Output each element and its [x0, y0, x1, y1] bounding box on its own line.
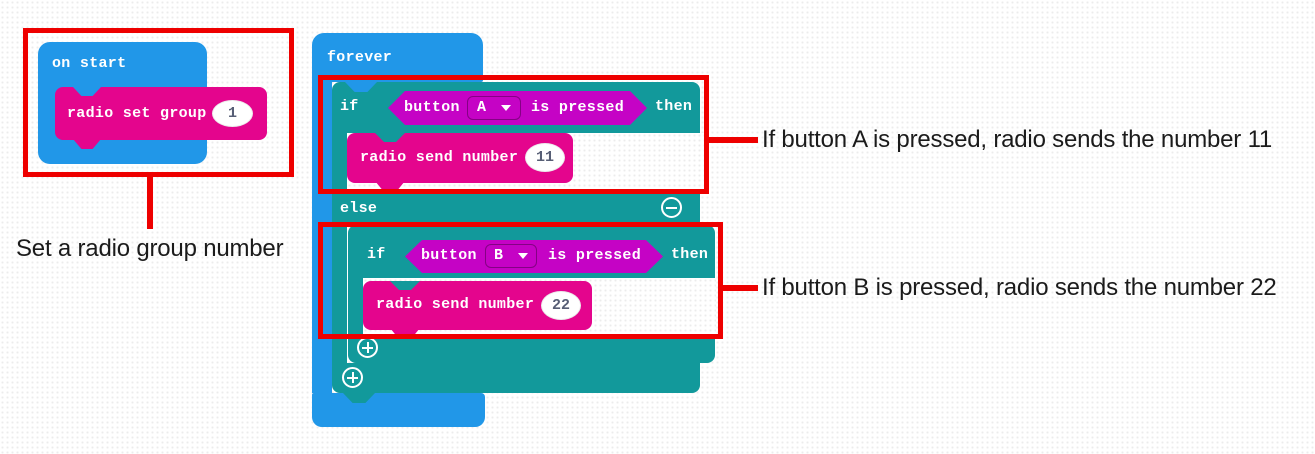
button-dropdown-b-value: B [494, 247, 504, 264]
annotation-text-button-b: If button B is pressed, radio sends the … [762, 274, 1277, 301]
button-keyword-a: button [404, 99, 460, 116]
is-pressed-label-a: is pressed [531, 99, 625, 116]
forever-label: forever [327, 49, 393, 66]
then-keyword-inner: then [671, 246, 709, 263]
annotation-text-group: Set a radio group number [16, 235, 284, 262]
group-number-field[interactable]: 1 [212, 100, 253, 127]
caret-down-icon [501, 105, 511, 111]
block-tab [390, 328, 420, 339]
annotation-connector-line [147, 177, 153, 229]
block-notch [375, 133, 405, 142]
is-pressed-label-b: is pressed [548, 247, 642, 264]
radio-send-number-label-11: radio send number [360, 149, 519, 166]
minus-circle-icon[interactable] [661, 197, 682, 218]
send-number-field-22[interactable]: 22 [541, 291, 581, 320]
annotation-box-on-start [23, 28, 294, 177]
annotation-box-button-a [318, 75, 709, 194]
block-tab [343, 393, 375, 403]
button-dropdown-a-value: A [477, 99, 487, 116]
annotation-connector-line [723, 285, 758, 291]
button-keyword-b: button [421, 247, 477, 264]
block-notch [345, 82, 377, 92]
if-keyword-outer: if [340, 98, 359, 115]
button-dropdown-a[interactable] [467, 96, 521, 120]
plus-circle-icon[interactable] [342, 367, 363, 388]
annotation-text-button-a: If button A is pressed, radio sends the … [762, 126, 1273, 153]
annotation-box-button-b [318, 222, 723, 339]
radio-set-group-label: radio set group [67, 105, 207, 122]
else-keyword: else [340, 200, 378, 217]
annotation-connector-line [709, 137, 758, 143]
block-tab [375, 181, 405, 192]
caret-down-icon [518, 253, 528, 259]
if-keyword-inner: if [367, 246, 386, 263]
forever-block-header[interactable] [312, 33, 483, 82]
radio-send-number-label-22: radio send number [376, 296, 535, 313]
block-notch [390, 281, 420, 290]
block-notch [73, 87, 101, 96]
plus-circle-icon[interactable] [357, 337, 378, 358]
block-tab [73, 139, 101, 149]
on-start-label: on start [52, 55, 127, 72]
then-keyword-outer: then [655, 98, 693, 115]
forever-block-footer [312, 393, 485, 427]
button-dropdown-b[interactable] [485, 244, 537, 268]
send-number-field-11[interactable]: 11 [525, 143, 565, 172]
